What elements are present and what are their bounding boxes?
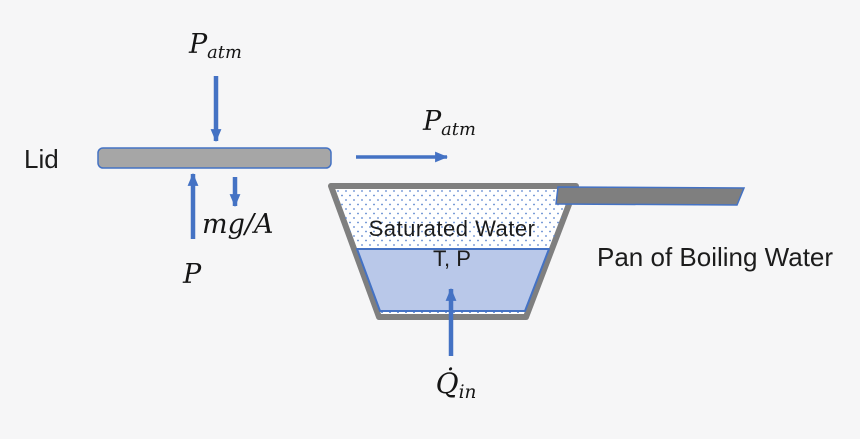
q-in-label: Q̇in — [435, 367, 477, 404]
p-atm-side-base: P — [423, 106, 442, 137]
p-atm-top-label: Patm — [189, 30, 242, 63]
lid-shape — [97, 147, 332, 169]
p-atm-top-base: P — [189, 29, 208, 60]
t-p-label: T, P — [433, 246, 471, 271]
p-label: P — [183, 259, 202, 290]
pan-caption: Pan of Boiling Water — [597, 242, 834, 272]
p-atm-side-label: Patm — [423, 107, 476, 140]
mg-over-a-label: mg/A — [202, 209, 274, 240]
p-atm-top-sub: atm — [207, 41, 242, 63]
p-atm-side-sub: atm — [441, 118, 476, 140]
water-region — [356, 248, 550, 312]
q-in-sub: in — [458, 382, 477, 404]
pan-handle — [555, 186, 746, 206]
saturated-water-label: Saturated Water — [368, 216, 536, 241]
q-in-base: Q̇ — [435, 367, 459, 400]
lid-label: Lid — [24, 144, 59, 174]
